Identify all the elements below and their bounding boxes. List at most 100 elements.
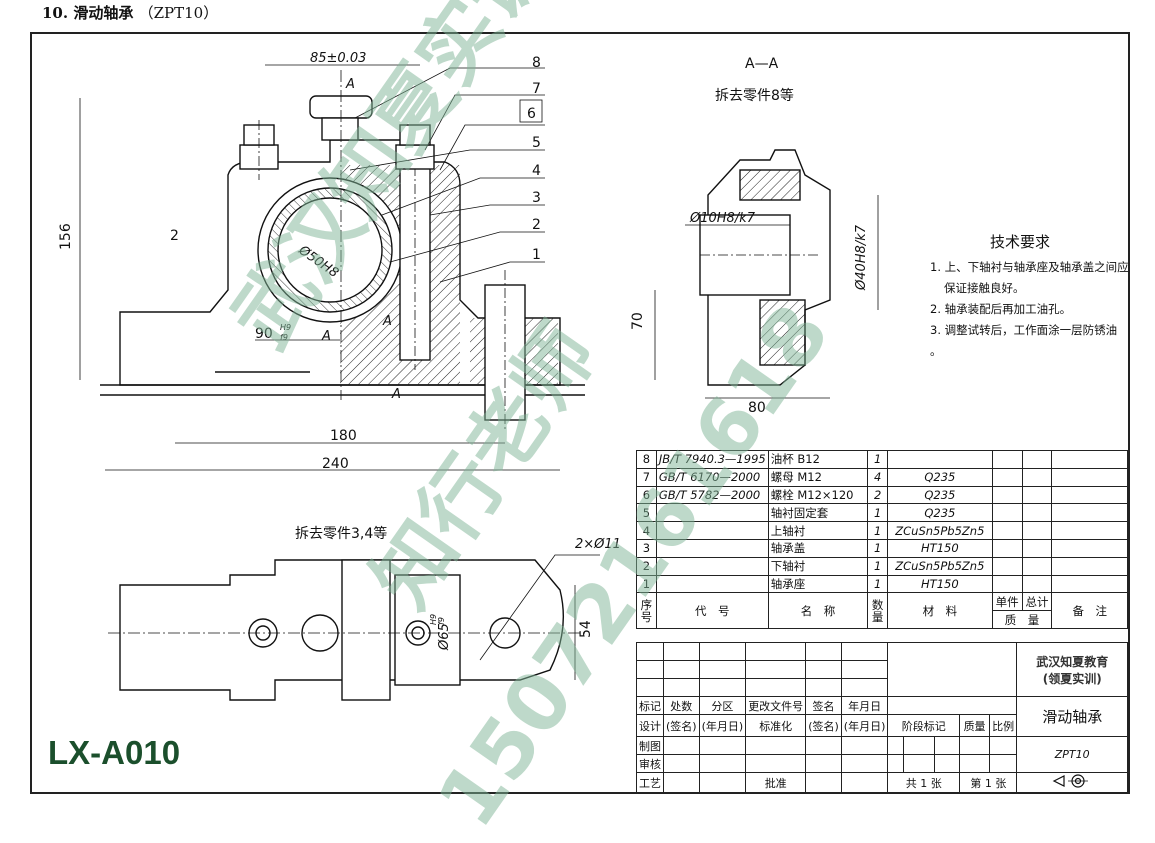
bom-remark bbox=[1051, 467, 1128, 487]
bom-code bbox=[655, 503, 769, 523]
bom-h-name: 名 称 bbox=[767, 592, 869, 629]
tb-check: 审核 bbox=[636, 754, 664, 773]
dim-height: 156 bbox=[58, 223, 74, 250]
balloon-7: 7 bbox=[532, 81, 541, 97]
bom-qty: 1 bbox=[867, 538, 889, 558]
bom-name: 上轴衬 bbox=[767, 521, 869, 540]
bom-qty: 1 bbox=[867, 574, 889, 594]
side-view-text: A—A 拆去零件8等 Ø10H8/k7 Ø40H8/k7 70 80 bbox=[630, 56, 869, 416]
dim-holes: 2×Ø11 bbox=[575, 537, 621, 552]
bom-code bbox=[655, 556, 769, 576]
tb-date: 年月日 bbox=[840, 696, 889, 715]
tb-date2: (年月日) bbox=[698, 714, 747, 737]
dim-top-width: 54 bbox=[578, 620, 594, 638]
dim-fit: 90 bbox=[255, 326, 273, 342]
bom-remark bbox=[1051, 556, 1128, 576]
tb-sheets: 共 1 张 bbox=[887, 772, 961, 793]
bom-name: 轴承座 bbox=[767, 574, 869, 594]
dim-shaft: Ø65 bbox=[437, 623, 452, 651]
company-sub: (领夏实训) bbox=[1042, 671, 1102, 686]
bom-total bbox=[1021, 503, 1053, 523]
bom-h-code: 代 号 bbox=[655, 592, 769, 629]
bom-name: 螺栓 M12×120 bbox=[767, 485, 869, 505]
part-code: ZPT10 bbox=[1016, 736, 1128, 773]
tb-date3: (年月日) bbox=[840, 714, 889, 737]
tb-change-doc: 更改文件号 bbox=[745, 696, 807, 715]
bom-material bbox=[887, 450, 993, 469]
bom-total bbox=[1021, 574, 1053, 594]
bom-no: 2 bbox=[636, 556, 657, 576]
title-block: 武汉知夏教育 (领夏实训) 标记 处数 分区 更改文件号 签名 年月日 滑动轴承… bbox=[636, 642, 1128, 793]
dim-shaft-f: f9 bbox=[437, 617, 446, 625]
balloon-6: 6 bbox=[527, 106, 536, 122]
bom-qty: 1 bbox=[867, 521, 889, 540]
balloon-1: 1 bbox=[532, 247, 541, 263]
bom-code: GB/T 6170—2000 bbox=[655, 467, 769, 487]
bom-material: Q235 bbox=[887, 503, 993, 523]
dim-fit-h: H9 bbox=[280, 323, 291, 332]
part-name: 滑动轴承 bbox=[1016, 696, 1128, 737]
side-view bbox=[654, 149, 879, 399]
tech-req-item: 3. 调整试转后，工作面涂一层防锈油 。 bbox=[930, 323, 1118, 358]
tb-mark: 标记 bbox=[636, 696, 664, 715]
bom-code: JB/T 7940.3—1995 bbox=[655, 450, 769, 469]
dim-total: 240 bbox=[322, 456, 349, 472]
bom-h-total: 总计 bbox=[1021, 592, 1053, 612]
bom-no: 4 bbox=[636, 521, 657, 540]
front-view bbox=[79, 64, 585, 471]
tb-approve: 批准 bbox=[745, 772, 807, 793]
tb-draw: 制图 bbox=[636, 736, 664, 755]
bom-unit bbox=[991, 574, 1023, 594]
top-view-text: 拆去零件3,4等 2×Ø11 54 Ø65 H9 f9 bbox=[295, 525, 621, 651]
bom-remark bbox=[1051, 485, 1128, 505]
tb-mass: 质量 bbox=[959, 714, 990, 737]
header-code: （ZPT10） bbox=[138, 4, 219, 22]
bom-qty: 2 bbox=[867, 485, 889, 505]
tb-count: 处数 bbox=[663, 696, 700, 715]
bom-code bbox=[655, 538, 769, 558]
bom-material: ZCuSn5Pb5Zn5 bbox=[887, 556, 993, 576]
bom-name: 轴衬固定套 bbox=[767, 503, 869, 523]
bom-material: Q235 bbox=[887, 485, 993, 505]
header-number: 10. bbox=[42, 4, 69, 22]
tech-req-title: 技术要求 bbox=[990, 233, 1051, 251]
bom-name: 螺母 M12 bbox=[767, 467, 869, 487]
bom-unit bbox=[991, 485, 1023, 505]
bom-h-no: 序号 bbox=[636, 592, 657, 629]
balloon-3: 3 bbox=[532, 190, 541, 206]
bom-remark bbox=[1051, 503, 1128, 523]
bom-material: Q235 bbox=[887, 467, 993, 487]
bom-no: 8 bbox=[636, 450, 657, 469]
bom-no: 5 bbox=[636, 503, 657, 523]
balloon-2: 2 bbox=[532, 217, 541, 233]
tb-process: 工艺 bbox=[636, 772, 664, 793]
drawing-frame bbox=[30, 32, 1130, 794]
bom-qty: 4 bbox=[867, 467, 889, 487]
section-mark-a-right: A bbox=[382, 314, 392, 329]
bom-h-remark: 备 注 bbox=[1051, 592, 1128, 629]
bom-material: ZCuSn5Pb5Zn5 bbox=[887, 521, 993, 540]
bom-unit bbox=[991, 450, 1023, 469]
balloon-8: 8 bbox=[532, 55, 541, 71]
dim-side-width: 80 bbox=[748, 400, 766, 416]
bom-total bbox=[1021, 467, 1053, 487]
bom-qty: 1 bbox=[867, 503, 889, 523]
bom-name: 油杯 B12 bbox=[767, 450, 869, 469]
tb-sheet: 第 1 张 bbox=[959, 772, 1018, 793]
section-mark-a-bottom: A bbox=[391, 387, 401, 402]
bom-remark bbox=[1051, 574, 1128, 594]
bom-unit bbox=[991, 556, 1023, 576]
assembly-drawing: 85±0.03 156 2 Ø50H8 90 H9 f9 180 240 A A… bbox=[58, 51, 879, 701]
tb-zone: 分区 bbox=[698, 696, 747, 715]
bore-circle bbox=[277, 197, 383, 303]
bom-remark bbox=[1051, 450, 1128, 469]
bom-qty: 1 bbox=[867, 556, 889, 576]
projection-symbol-icon bbox=[1016, 772, 1128, 793]
